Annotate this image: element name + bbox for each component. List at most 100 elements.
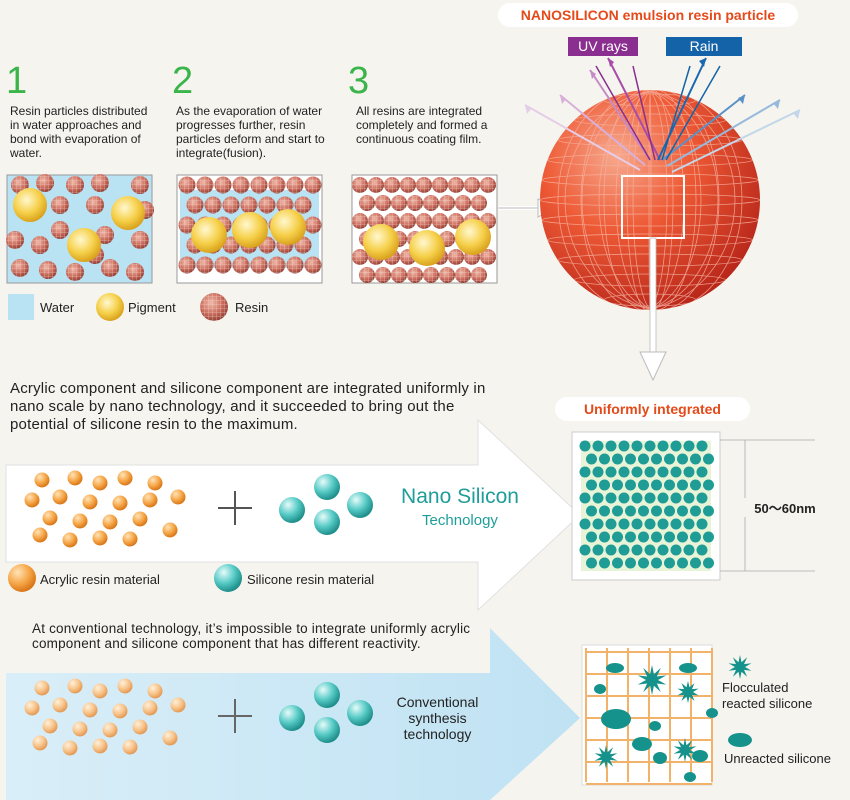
acrylic-particle [102,722,118,738]
resin-particle [480,249,496,265]
unreacted-blob [632,737,652,751]
acrylic-particle [122,531,138,547]
resin-particle [375,195,391,211]
checker-dot [586,479,597,491]
resin-particle [250,176,268,194]
acrylic-particle [62,532,78,548]
arrow-down-to-uniform [639,237,667,382]
checker-dot [638,557,649,569]
checker-dot [612,505,623,517]
resin-particle [126,263,144,281]
acrylic-particle [147,475,163,491]
checker-dot [690,557,701,569]
checker-dot [703,453,714,465]
step-1-number: 1 [6,60,28,102]
nano-tech-subtitle: Technology [422,512,498,529]
checker-dot [664,531,675,543]
acrylic-particle [102,514,118,530]
checker-dot [683,466,695,478]
acrylic-particle [170,489,186,505]
unreacted-blob [706,708,718,718]
checker-dot [605,466,617,478]
resin-particle [36,174,54,192]
flocculated-line-2: reacted silicone [722,696,813,711]
checker-dot [579,544,591,556]
checker-dot [657,492,669,504]
resin-particle [178,256,196,274]
resin-particle [471,195,487,211]
checker-dot [592,440,604,452]
water-legend-label: Water [40,300,75,315]
acrylic-particle [32,735,48,751]
checker-dot [579,440,591,452]
checker-dot [638,453,649,465]
step-1-text: Resin particles distributed in water app… [10,104,148,160]
acrylic-particle [132,719,148,735]
checker-dot [638,479,649,491]
checker-dot [612,531,623,543]
acrylic-particle [92,530,108,546]
acrylic-particle [92,738,108,754]
resin-particle [400,177,416,193]
step-2-number: 2 [172,60,194,102]
unreacted-blob [653,752,667,764]
checker-dot [703,557,714,569]
resin-particle [178,216,196,234]
resin-particle [391,195,407,211]
resin-particle [407,195,423,211]
resin-particle [66,263,84,281]
acrylic-particle [142,492,158,508]
resin-particle [250,256,268,274]
checker-dot [638,505,649,517]
acrylic-particle [52,697,68,713]
checker-dot [683,518,695,530]
checker-dot [625,557,636,569]
acrylic-legend-dot [8,564,36,592]
resin-particle [294,196,312,214]
step-3-number: 3 [348,60,370,102]
flocculated-line-1: Flocculated [722,680,789,695]
checker-dot [677,453,688,465]
resin-particle [214,256,232,274]
resin-particle [352,177,368,193]
acrylic-particle [42,718,58,734]
checker-dot [677,505,688,517]
pigment-particle [409,230,445,266]
acrylic-particle [72,721,88,737]
size-label: 50～60nm [735,498,835,517]
unreacted-blob [684,772,696,782]
checker-dot [625,505,636,517]
uniform-integration-pattern [571,431,815,581]
resin-particle [359,267,375,283]
unreacted-blob [692,750,708,762]
pigment-legend-dot [96,293,124,321]
resin-particle [391,267,407,283]
acrylic-particle [52,489,68,505]
unreacted-blob [601,709,631,729]
resin-particle [439,195,455,211]
checker-dot [592,466,604,478]
checker-dot [696,492,708,504]
uniform-label-pill [555,397,750,421]
pigment-particle [13,188,47,222]
water-legend-swatch [8,294,34,320]
acrylic-particle [42,510,58,526]
checker-dot [618,492,630,504]
checker-dot [631,518,643,530]
acrylic-particle [170,697,186,713]
checker-dot [579,518,591,530]
resin-particle [400,213,416,229]
acrylic-particle [147,683,163,699]
resin-particle [432,177,448,193]
checker-dot [670,518,682,530]
silicone-legend-dot [214,564,242,592]
silicone-particle [314,717,340,743]
checker-dot [631,492,643,504]
resin-particle [384,213,400,229]
resin-particle [196,176,214,194]
flocculated-legend-label: Flocculated reacted silicone [722,680,812,712]
checker-dot [696,518,708,530]
checker-dot [670,466,682,478]
conventional-tech-line-2: synthesis [408,710,467,726]
